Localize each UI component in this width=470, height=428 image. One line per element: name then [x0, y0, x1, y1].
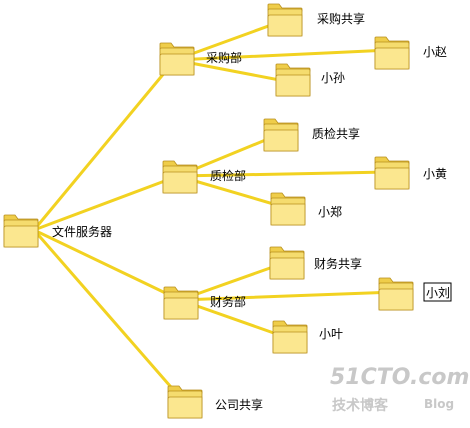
watermark-tech-blog: 技术博客	[332, 397, 389, 414]
label-dept-qc: 质检部	[210, 168, 246, 183]
folder-icon-xiaohuang	[374, 156, 410, 190]
label-xiaoye: 小叶	[319, 327, 343, 341]
folder-icon-dept-purchasing	[159, 42, 195, 76]
connector-root-to-dept-purchasing	[32, 58, 177, 232]
connector-root-to-company-share	[32, 228, 186, 404]
watermark: 51CTO.com 技术博客 Blog	[330, 365, 469, 414]
connector-finance-to-xiaoliu	[178, 290, 396, 302]
connector-qc-to-xiaohuang	[176, 170, 392, 178]
label-finance-share: 财务共享	[314, 256, 362, 271]
connector-root-to-dept-finance	[32, 228, 182, 302]
label-xiaoliu-box	[423, 282, 452, 302]
watermark-site: 51CTO.com	[330, 365, 469, 390]
label-xiaohuang: 小黄	[423, 167, 447, 181]
label-purchasing-share: 采购共享	[317, 11, 365, 26]
label-dept-finance: 财务部	[210, 294, 246, 309]
label-company-share: 公司共享	[215, 397, 263, 412]
label-root: 文件服务器	[52, 224, 112, 239]
folder-icon-purchasing-share	[267, 3, 303, 37]
label-xiaozheng: 小郑	[318, 204, 342, 219]
label-dept-purchasing: 采购部	[206, 50, 242, 65]
folder-icon-finance-share	[269, 246, 305, 280]
label-xiaoliu: 小刘	[426, 286, 450, 300]
folder-icon-xiaoye	[272, 320, 308, 354]
folder-labels: 文件服务器 采购部 采购共享 小赵 小孙 质检部 质检共享 小黄 小郑 财务部 …	[52, 11, 452, 412]
folder-icon-xiaozhao	[374, 36, 410, 70]
folder-icon-xiaozheng	[270, 192, 306, 226]
folder-icon-xiaoliu	[378, 277, 414, 311]
folder-icon-xiaosun	[275, 63, 311, 97]
label-xiaosun: 小孙	[321, 71, 345, 85]
folder-icon-dept-qc	[162, 160, 198, 194]
connector-purchasing-to-xiaozhao	[173, 48, 392, 62]
folder-icon-company-share	[167, 385, 203, 419]
label-qc-share: 质检共享	[312, 126, 360, 141]
connector-root-to-dept-qc	[32, 174, 180, 232]
watermark-blog: Blog	[424, 397, 454, 411]
folder-icon-root	[3, 214, 39, 248]
label-xiaozhao: 小赵	[423, 45, 447, 59]
folder-icon-dept-finance	[163, 286, 199, 320]
folder-icon-qc-share	[263, 118, 299, 152]
